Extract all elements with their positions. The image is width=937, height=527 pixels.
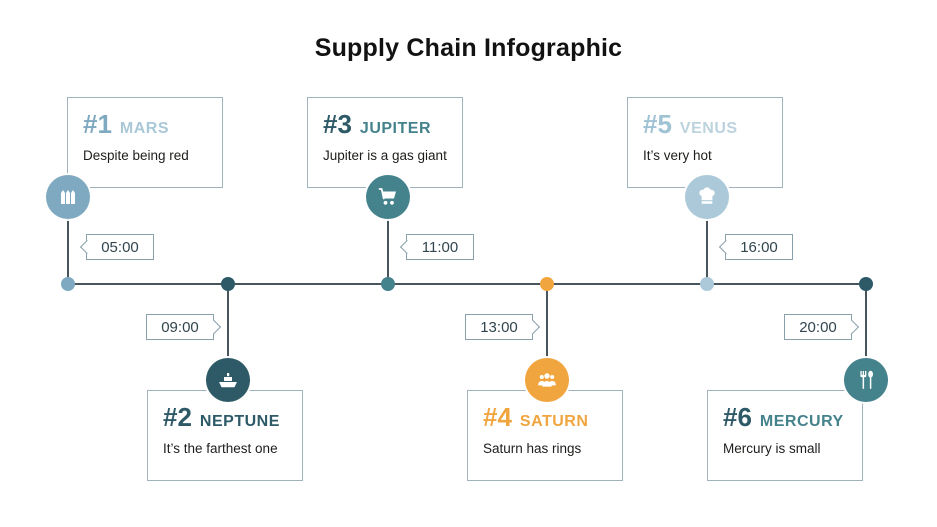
timeline-dot-6 [859,277,873,291]
time-badge-5: 16:00 [725,234,793,260]
card-heading: #2 NEPTUNE [163,404,287,431]
milestone-description: It’s very hot [643,148,712,163]
milestone-number: #5 [643,109,672,139]
connector-line-2 [227,285,229,380]
connector-line-5 [706,197,708,283]
card-heading: #6 MERCURY [723,404,847,431]
milestone-name: JUPITER [359,120,431,137]
card-heading: #1 MARS [83,111,207,138]
card-heading: #5 VENUS [643,111,767,138]
cart-icon [376,185,400,209]
ship-icon [216,368,240,392]
milestone-number: #3 [323,109,352,139]
milestone-icon-circle-4 [525,358,569,402]
milestone-card-venus: #5 VENUS It’s very hot [627,97,783,188]
timeline-dot-2 [221,277,235,291]
card-heading: #3 JUPITER [323,111,447,138]
connector-line-1 [67,197,69,283]
time-badge-1: 05:00 [86,234,154,260]
time-badge-4: 13:00 [465,314,533,340]
timeline-dot-3 [381,277,395,291]
people-icon [535,368,559,392]
milestone-description: Despite being red [83,148,189,163]
timeline-dot-1 [61,277,75,291]
time-badge-6: 20:00 [784,314,852,340]
milestone-icon-circle-3 [366,175,410,219]
cutlery-icon [854,368,878,392]
milestone-card-jupiter: #3 JUPITER Jupiter is a gas giant [307,97,463,188]
chef-hat-icon [695,185,719,209]
milestone-number: #1 [83,109,112,139]
page-title: Supply Chain Infographic [314,34,623,62]
milestone-icon-circle-5 [685,175,729,219]
milestone-number: #4 [483,402,512,432]
time-badge-3: 11:00 [406,234,474,260]
milestone-name: MERCURY [759,413,844,430]
milestone-card-neptune: #2 NEPTUNE It’s the farthest one [147,390,303,481]
fence-icon [56,185,80,209]
timeline-line [66,283,868,285]
connector-line-6 [865,285,867,380]
milestone-icon-circle-1 [46,175,90,219]
milestone-card-saturn: #4 SATURN Saturn has rings [467,390,623,481]
milestone-name: VENUS [679,120,738,137]
milestone-name: MARS [119,120,170,137]
milestone-name: NEPTUNE [199,413,280,430]
milestone-icon-circle-6 [844,358,888,402]
timeline-dot-5 [700,277,714,291]
milestone-number: #6 [723,402,752,432]
milestone-name: SATURN [519,413,589,430]
time-badge-2: 09:00 [146,314,214,340]
milestone-description: Saturn has rings [483,441,582,456]
milestone-card-mars: #1 MARS Despite being red [67,97,223,188]
milestone-description: Mercury is small [723,441,821,456]
connector-line-4 [546,285,548,380]
milestone-number: #2 [163,402,192,432]
milestone-icon-circle-2 [206,358,250,402]
milestone-description: It’s the farthest one [163,441,278,456]
milestone-description: Jupiter is a gas giant [323,148,447,163]
timeline-dot-4 [540,277,554,291]
connector-line-3 [387,197,389,283]
milestone-card-mercury: #6 MERCURY Mercury is small [707,390,863,481]
card-heading: #4 SATURN [483,404,607,431]
